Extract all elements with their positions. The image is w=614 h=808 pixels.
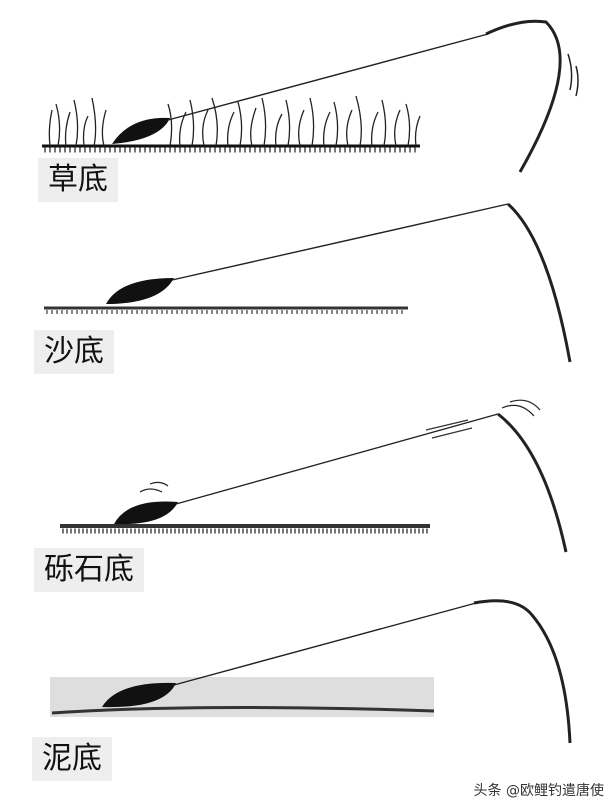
panel-label-grass: 草底: [38, 158, 118, 202]
mud-bottom-illustration: [50, 599, 572, 744]
fishing-line: [171, 203, 509, 281]
fishing-line: [173, 602, 477, 686]
fishing-rod: [485, 19, 562, 173]
sand-bottom-illustration: [44, 202, 572, 363]
sinker: [106, 278, 174, 304]
panel-label-gravel: 砾石底: [34, 548, 144, 592]
panel-label-sand: 沙底: [34, 330, 114, 374]
rod-motion-marks: [567, 53, 579, 97]
panel-mud-bottom: 泥底: [0, 595, 614, 808]
fishing-rod: [506, 202, 572, 363]
line-motion-marks: [425, 419, 473, 439]
grass-blades: [48, 95, 421, 147]
grass-bottom-illustration: [42, 19, 579, 173]
fishing-rod: [473, 599, 572, 744]
rod-motion-marks: [501, 399, 541, 417]
panel-sand-bottom: 沙底: [0, 200, 614, 380]
panel-label-mud: 泥底: [32, 737, 112, 781]
fishing-rod: [497, 412, 568, 553]
panel-grass-bottom: 草底: [0, 0, 614, 202]
sinker: [102, 682, 176, 708]
sinker: [114, 501, 178, 525]
sinker: [112, 117, 170, 144]
ground-line: [51, 705, 435, 715]
fishing-line: [175, 413, 499, 505]
watermark: 头条 @欧鲤钓遣唐使: [473, 783, 604, 799]
fishing-line: [167, 33, 489, 121]
sinker-motion-marks: [139, 481, 169, 493]
panel-gravel-bottom: 砾石底: [0, 380, 614, 595]
gravel-bottom-illustration: [60, 399, 568, 553]
